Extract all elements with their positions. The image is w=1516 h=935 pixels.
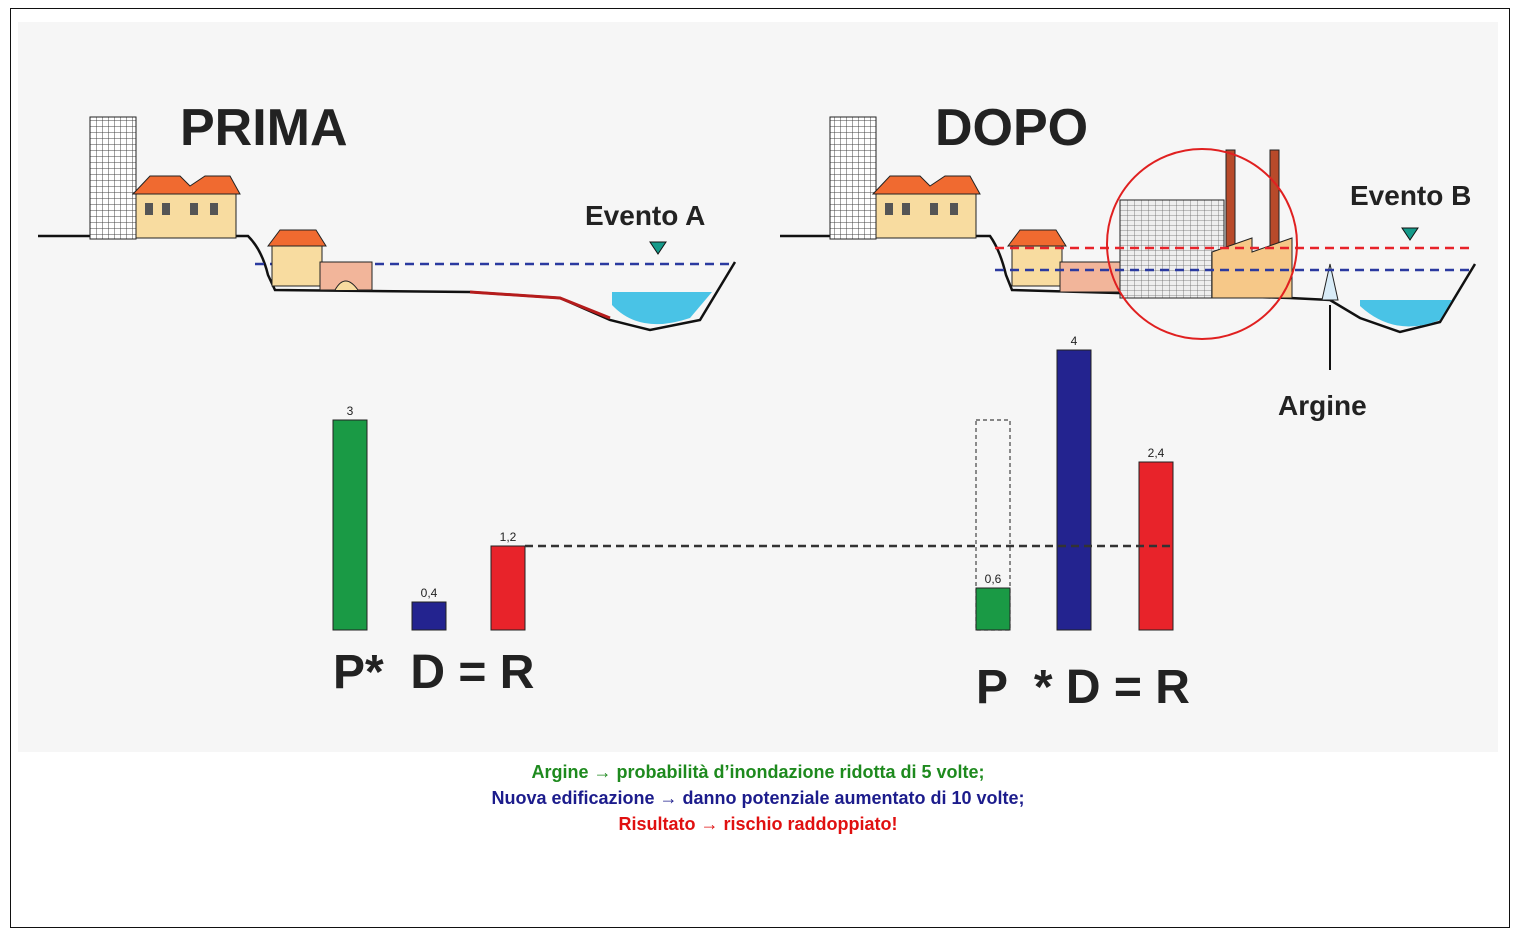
chimney-icon — [1225, 149, 1236, 261]
water-body-b — [1360, 300, 1452, 327]
levee-label: Argine — [1278, 390, 1367, 421]
water-body-a — [612, 292, 712, 325]
after-bar-p — [975, 587, 1011, 631]
after-landscape — [780, 116, 1477, 370]
before-formula: P* D = R — [333, 646, 534, 699]
caption-levee: Argine → probabilità d’inondazione ridot… — [531, 762, 985, 782]
tower-building-icon — [89, 116, 137, 240]
before-bar-label-d: 0,4 — [421, 586, 438, 600]
event-b-label: Evento B — [1350, 180, 1471, 211]
tower-building-icon — [829, 116, 877, 240]
before-bar-p — [332, 419, 368, 631]
event-b-marker-icon — [1401, 227, 1419, 241]
event-a-marker-icon — [649, 241, 667, 255]
highlight-circle — [1106, 148, 1298, 340]
bar-charts: 3 0,4 1,2 0,6 4 2,4 — [332, 334, 1174, 631]
before-bar-label-r: 1,2 — [500, 530, 517, 544]
before-bar-r — [490, 545, 526, 631]
after-bar-d — [1056, 349, 1092, 631]
levee-icon — [1321, 263, 1339, 301]
after-formula: P * D = R — [976, 661, 1190, 714]
before-bar-label-p: 3 — [347, 404, 354, 418]
house-icon — [271, 243, 323, 287]
after-bar-label-d: 4 — [1071, 334, 1078, 348]
before-title: PRIMA — [180, 99, 348, 157]
factory-icon — [1211, 237, 1293, 299]
event-a-label: Evento A — [585, 200, 705, 231]
caption-new-building: Nuova edificazione → danno potenziale au… — [491, 788, 1025, 808]
caption-result: Risultato → rischio raddoppiato! — [618, 814, 898, 834]
before-bar-d — [411, 601, 447, 631]
after-bar-label-p: 0,6 — [985, 572, 1002, 586]
after-title: DOPO — [935, 99, 1088, 157]
diagram-panel — [18, 22, 1498, 752]
before-landscape — [38, 116, 737, 332]
after-bar-label-r: 2,4 — [1148, 446, 1165, 460]
